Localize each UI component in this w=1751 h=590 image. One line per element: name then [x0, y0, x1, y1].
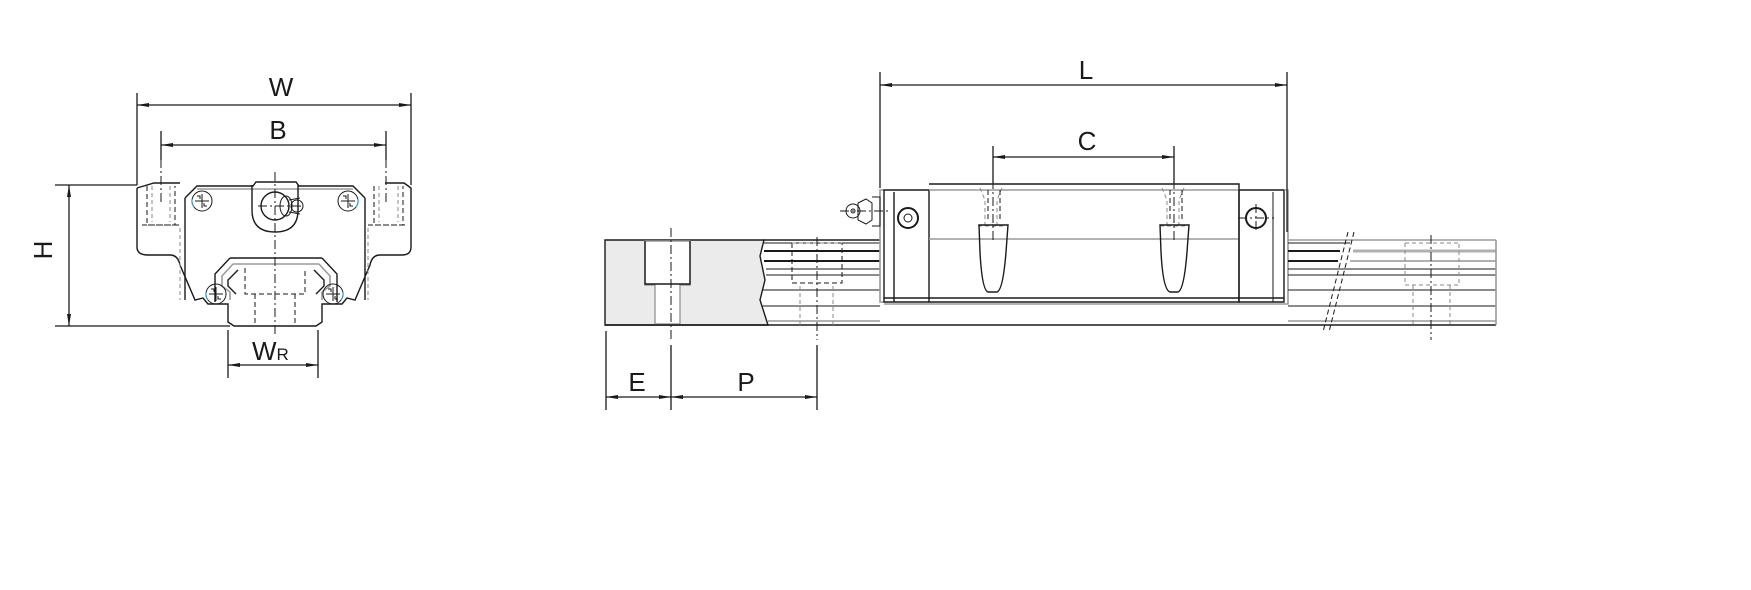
- dimension-P: P: [671, 345, 818, 410]
- label-P: P: [737, 367, 754, 397]
- label-WR: WR: [252, 336, 289, 366]
- dimension-H: H: [28, 184, 230, 327]
- screw-icon: [322, 283, 344, 305]
- label-C: C: [1078, 126, 1097, 156]
- end-seal-plug-icon: [897, 207, 919, 229]
- label-L: L: [1079, 55, 1093, 85]
- screw-icon: [191, 190, 213, 212]
- side-view: L C E P: [604, 55, 1497, 410]
- dimension-WR: WR: [227, 330, 319, 378]
- label-W: W: [269, 72, 294, 102]
- dimension-L: L: [879, 55, 1288, 232]
- grease-nipple-icon: [840, 196, 890, 227]
- screw-icon: [205, 283, 227, 305]
- guide-block: [840, 146, 1289, 305]
- screw-icon: [337, 190, 359, 212]
- label-B: B: [269, 115, 286, 145]
- dimension-C: C: [992, 126, 1175, 183]
- end-view: W B H WR: [28, 72, 412, 378]
- label-H: H: [28, 241, 58, 260]
- dimension-W: W: [136, 72, 412, 185]
- dimension-E: E: [605, 331, 672, 410]
- label-E: E: [628, 367, 645, 397]
- block-outline: [136, 182, 412, 327]
- dimension-B: B: [160, 115, 387, 160]
